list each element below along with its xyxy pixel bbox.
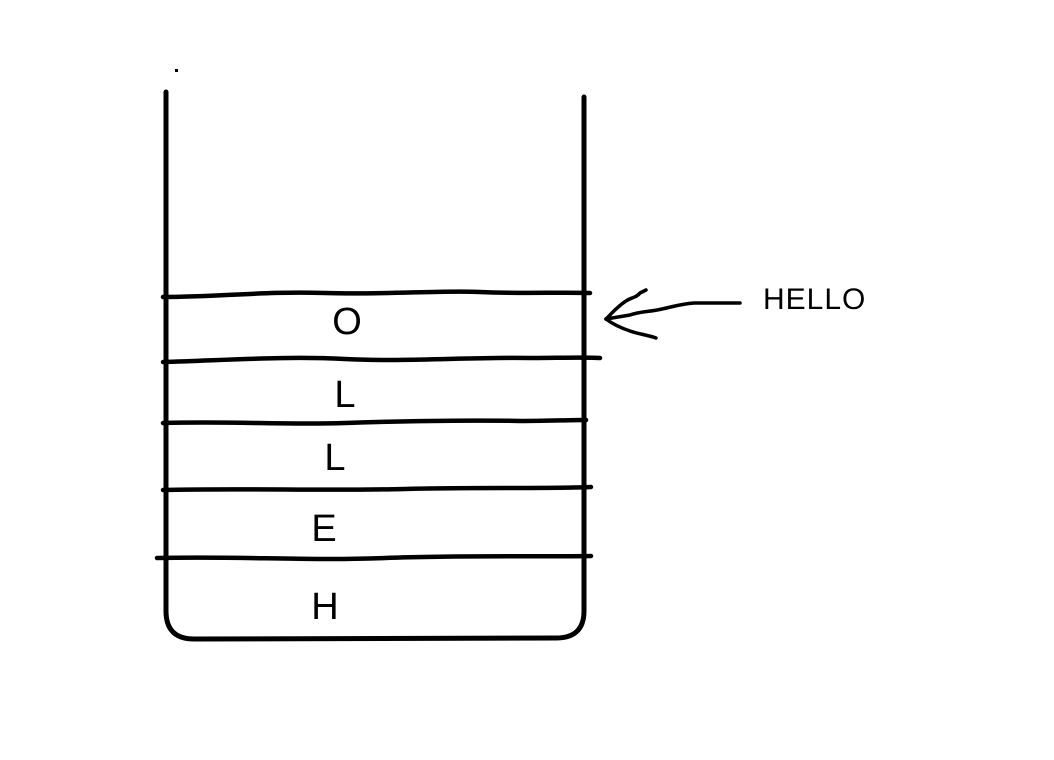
stack-item-label-top: O — [332, 301, 362, 343]
stack-item-label-2: L — [334, 374, 356, 416]
hello-annotation-label: HELLO — [763, 283, 867, 316]
stack-divider-l-l — [160, 417, 589, 426]
stack-divider-o-l — [160, 355, 603, 365]
hello-arrow-lower-barb — [604, 317, 658, 340]
stack-divider-e-h — [154, 553, 594, 562]
stack-item-label-3: L — [324, 437, 346, 479]
hello-arrow-upper-barb — [604, 288, 648, 321]
stray-dot — [175, 69, 178, 72]
stack-divider-l-e — [160, 484, 594, 493]
hello-arrow-shaft — [604, 301, 742, 321]
stack-item-label-4: E — [311, 508, 337, 550]
stack-item-label-bottom: H — [311, 586, 339, 628]
stack-container-outline — [163, 89, 587, 642]
stack-divider-top — [160, 289, 593, 300]
